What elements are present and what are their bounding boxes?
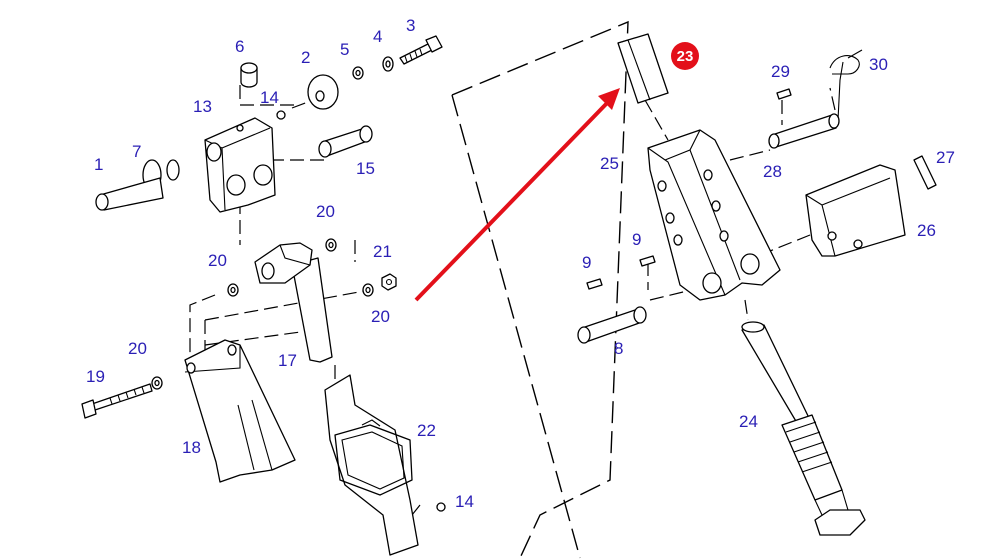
label-part-30: 30 — [869, 55, 888, 74]
part-5-washer[interactable] — [352, 66, 364, 80]
part-6-bushing[interactable] — [240, 62, 258, 88]
part-9-roll-pin-b[interactable] — [639, 255, 656, 267]
label-part-3: 3 — [406, 16, 415, 35]
label-part-24: 24 — [739, 412, 758, 431]
part-14-grease-nipple-upper[interactable] — [276, 110, 286, 120]
label-part-29: 29 — [771, 62, 790, 81]
part-14-grease-nipple-lower[interactable] — [436, 502, 446, 512]
part-13-bracket[interactable] — [204, 117, 276, 213]
label-part-27: 27 — [936, 148, 955, 167]
part-20-washer-d[interactable] — [151, 376, 163, 390]
label-part-17: 17 — [278, 351, 297, 370]
label-part-21: 21 — [373, 242, 392, 261]
part-27-key[interactable] — [913, 155, 937, 190]
label-part-5: 5 — [340, 40, 349, 59]
label-part-9-a: 9 — [582, 253, 591, 272]
part-21-nut[interactable] — [381, 273, 397, 291]
part-23-badge[interactable]: 23 — [671, 42, 699, 70]
part-4-washer[interactable] — [382, 56, 394, 72]
part-2-disc[interactable] — [307, 74, 339, 110]
part-28-pin[interactable] — [768, 113, 840, 149]
part-25-yoke[interactable] — [647, 129, 781, 301]
label-part-13: 13 — [193, 97, 212, 116]
label-part-15: 15 — [356, 159, 375, 178]
label-part-4: 4 — [373, 27, 382, 46]
part-23-spacer[interactable] — [617, 33, 669, 104]
label-part-9-b: 9 — [632, 230, 641, 249]
part-20-washer-c[interactable] — [362, 283, 374, 297]
part-20-washer-a[interactable] — [325, 238, 337, 252]
part-19-bolt[interactable] — [81, 383, 153, 419]
label-part-25: 25 — [600, 154, 619, 173]
part-8-pin[interactable] — [577, 306, 647, 344]
part-15-pin[interactable] — [318, 125, 373, 158]
highlight-arrow — [414, 88, 620, 302]
label-part-2: 2 — [301, 48, 310, 67]
part-3-bolt[interactable] — [399, 35, 443, 65]
label-part-20-c: 20 — [371, 307, 390, 326]
label-part-20-b: 20 — [208, 251, 227, 270]
label-part-14-lower: 14 — [455, 492, 474, 511]
part-29-roll-pin[interactable] — [776, 88, 792, 100]
label-part-8: 8 — [614, 339, 623, 358]
label-part-28: 28 — [763, 162, 782, 181]
part-26-block[interactable] — [805, 164, 906, 257]
label-part-22: 22 — [417, 421, 436, 440]
label-part-19: 19 — [86, 367, 105, 386]
part-9-roll-pin-a[interactable] — [586, 278, 603, 290]
label-part-1: 1 — [94, 155, 103, 174]
part-1-shaft[interactable] — [95, 177, 164, 211]
detail-boundary — [451, 20, 629, 559]
part-20-washer-b[interactable] — [227, 283, 239, 297]
part-17-clevis[interactable] — [254, 242, 333, 363]
label-part-20-d: 20 — [128, 339, 147, 358]
part-22-coupler[interactable] — [324, 374, 419, 556]
label-part-20-a: 20 — [316, 202, 335, 221]
label-part-26: 26 — [917, 221, 936, 240]
part-18-bracket-plate[interactable] — [184, 339, 296, 483]
label-part-14-upper: 14 — [260, 88, 279, 107]
part-23-badge-label: 23 — [677, 48, 694, 65]
part-24-rod[interactable] — [741, 321, 866, 536]
part-30-lynch-pin[interactable] — [829, 49, 863, 121]
label-part-6: 6 — [235, 37, 244, 56]
label-part-7: 7 — [132, 142, 141, 161]
label-part-18: 18 — [182, 438, 201, 457]
callout-labels: 3 4 5 2 6 14 13 7 1 15 20 20 21 20 20 17… — [86, 16, 955, 511]
